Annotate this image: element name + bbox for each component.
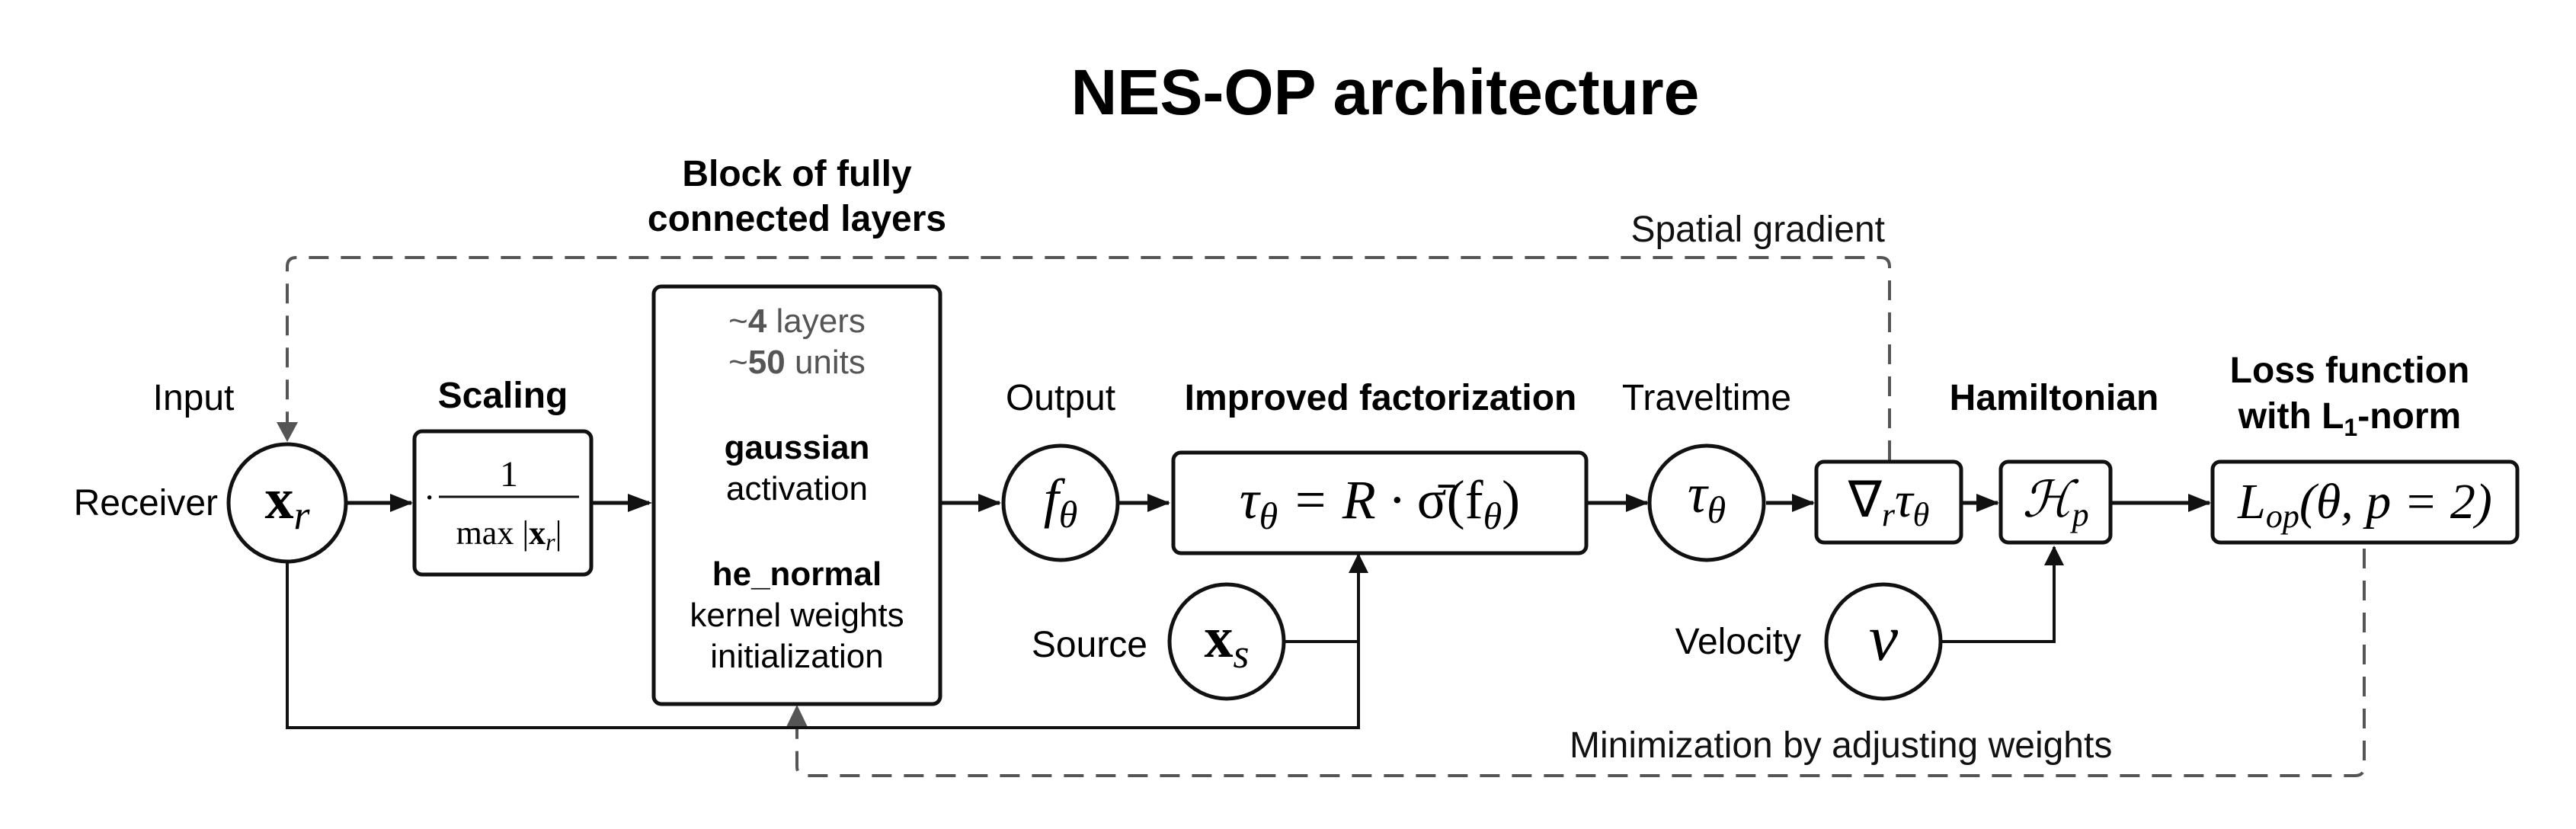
hamiltonian-symbol-main: ℋ <box>2022 472 2079 528</box>
arrowhead-block <box>628 494 652 512</box>
receiver-node <box>226 442 348 564</box>
factorization-rhs-1: = R · <box>1278 469 1417 530</box>
layers-prefix: ~ <box>728 302 748 340</box>
traveltime-label: Traveltime <box>1622 378 1791 418</box>
block-label-line2: connected layers <box>648 199 946 239</box>
scaling-label: Scaling <box>438 376 568 416</box>
traveltime-symbol-sub: θ <box>1707 488 1726 531</box>
scaling-den-sub: r <box>546 528 555 555</box>
loss-label-suffix: -norm <box>2357 396 2461 437</box>
activation-label: activation <box>726 470 868 507</box>
receiver-label: Receiver <box>74 483 218 523</box>
gradient-tau: τ <box>1895 472 1915 528</box>
output-symbol: fθ <box>1044 468 1078 536</box>
traveltime-symbol-main: τ <box>1688 463 1709 524</box>
gradient-tau-sub: θ <box>1913 496 1930 533</box>
arrowhead-factorization <box>1147 494 1170 512</box>
units-count: ~50 units <box>728 344 866 381</box>
hamiltonian-label: Hamiltonian <box>1950 378 2159 418</box>
traveltime-node <box>1647 443 1766 562</box>
velocity-label: Velocity <box>1675 622 1801 662</box>
factorization-rhs-3: ) <box>1502 469 1520 530</box>
scaling-dot: · <box>424 478 435 517</box>
arrowhead-scaling <box>390 494 413 512</box>
gradient-nabla: ∇ <box>1848 472 1883 528</box>
loss-label-sub: 1 <box>2344 414 2357 441</box>
gradient-box <box>1814 459 1963 545</box>
factorization-label: Improved factorization <box>1185 378 1577 418</box>
layers-value: 4 <box>748 302 767 340</box>
velocity-arrowhead <box>2044 546 2064 565</box>
units-suffix: units <box>786 344 866 381</box>
units-prefix: ~ <box>728 344 748 381</box>
init-name: he_normal <box>712 555 882 593</box>
factorization-rhs-2: (f <box>1447 469 1483 530</box>
hamiltonian-box <box>1998 459 2113 545</box>
activation-name: gaussian <box>725 429 870 466</box>
arrowhead-loss <box>2188 494 2211 512</box>
diagram-title: NES-OP architecture <box>1071 56 1700 128</box>
source-label: Source <box>1032 625 1147 665</box>
source-symbol-main: x <box>1204 606 1233 670</box>
layers-count: ~4 layers <box>728 302 866 340</box>
init-line2: initialization <box>710 638 883 675</box>
loss-args: (θ, p = 2) <box>2299 474 2492 530</box>
scaling-den-prefix: max | <box>456 514 530 552</box>
output-node <box>1001 443 1120 562</box>
gradient-nabla-sub: r <box>1882 496 1896 533</box>
traveltime-symbol: τθ <box>1688 463 1726 531</box>
scaling-numerator: 1 <box>500 454 518 495</box>
layers-suffix: layers <box>766 302 866 340</box>
minimization-label: Minimization by adjusting weights <box>1570 725 2112 766</box>
receiver-symbol-main: x <box>264 467 293 531</box>
arrowhead-gradient <box>1792 494 1815 512</box>
minimization-arrowhead <box>786 705 808 727</box>
minimization-connector <box>795 549 2366 777</box>
source-node <box>1167 582 1286 701</box>
velocity-connector <box>1941 547 2056 643</box>
source-symbol-sub: s <box>1233 631 1249 677</box>
arrowhead-hamiltonian <box>1976 494 1999 512</box>
receiver-symbol-sub: r <box>293 492 310 538</box>
scaling-den-x: x <box>529 514 546 552</box>
scaling-box <box>412 429 594 577</box>
factorization-tau-sub: θ <box>1259 495 1278 537</box>
loss-function-box <box>2210 459 2520 545</box>
factorization-rhs-sub: θ <box>1483 495 1502 537</box>
velocity-node <box>1824 582 1943 701</box>
spatial-gradient-connector <box>286 256 1891 460</box>
factorization-tau: τ <box>1240 469 1261 530</box>
loss-sub: op <box>2266 498 2299 535</box>
scaling-denominator: max |xr| <box>456 514 562 555</box>
arrowhead-output <box>978 494 1001 512</box>
arrowhead-traveltime <box>1626 494 1649 512</box>
spatial-gradient-arrowhead <box>277 422 298 442</box>
hamiltonian-symbol-sub: p <box>2070 496 2089 533</box>
units-value: 50 <box>748 344 786 381</box>
hamiltonian-symbol: ℋp <box>2022 472 2088 533</box>
loss-L: L <box>2237 474 2266 530</box>
factorization-box <box>1171 450 1589 555</box>
loss-label-line1: Loss function <box>2230 350 2470 391</box>
input-label: Input <box>153 378 235 418</box>
loss-label-prefix: with L <box>2238 396 2344 437</box>
output-label: Output <box>1006 378 1115 418</box>
loss-label-line2: with L1-norm <box>2238 396 2461 441</box>
scaling-den-suffix: | <box>555 514 562 552</box>
block-label-line1: Block of fully <box>682 154 912 194</box>
output-symbol-sub: θ <box>1059 493 1078 536</box>
fully-connected-block <box>651 284 942 706</box>
source-symbol: xs <box>1204 606 1249 677</box>
loss-function-expression: Lop(θ, p = 2) <box>2237 474 2492 535</box>
spatial-gradient-label: Spatial gradient <box>1630 210 1885 250</box>
receiver-bypass-arrowhead <box>1349 553 1368 573</box>
gradient-expression: ∇rτθ <box>1848 472 1930 533</box>
factorization-equation: τθ = R · σ̄(fθ) <box>1240 469 1520 537</box>
velocity-symbol: v <box>1869 601 1899 674</box>
receiver-symbol: xr <box>264 467 310 538</box>
init-line1: kernel weights <box>690 597 904 634</box>
